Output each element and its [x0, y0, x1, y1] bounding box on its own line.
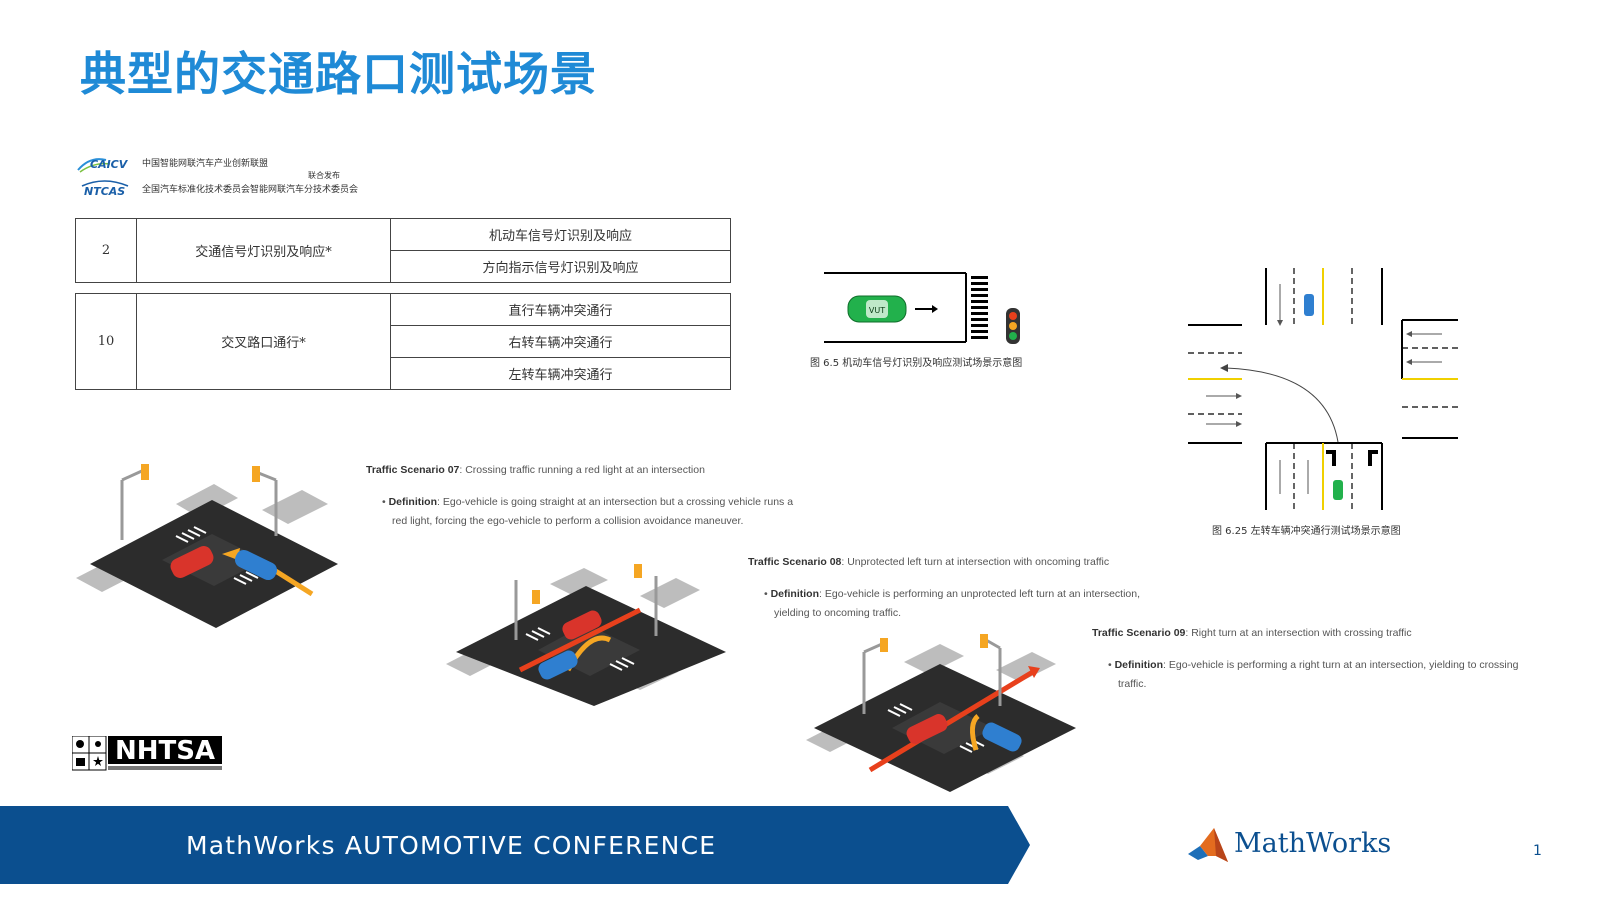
road-edges: [1188, 268, 1458, 510]
left-turn-intersection-diagram: [1188, 268, 1458, 510]
table-cell-item: 机动车信号灯识别及响应: [390, 218, 731, 251]
org-header: CAICV NTCAS 中国智能网联汽车产业创新联盟 全国汽车标准化技术委员会智…: [76, 152, 376, 202]
vut-car-icon: VUT: [847, 295, 907, 323]
table-cell-item: 方向指示信号灯识别及响应: [390, 250, 731, 283]
ego-car-icon: [1333, 480, 1343, 500]
page-number: 1: [1533, 843, 1542, 859]
table-cell-item: 左转车辆冲突通行: [390, 357, 731, 390]
caicv-logo: CAICV: [77, 158, 129, 173]
definition-text: : Ego-vehicle is performing an unprotect…: [774, 588, 1141, 619]
svg-text:NHTSA: NHTSA: [115, 736, 215, 766]
scenario-heading: Traffic Scenario 07: [366, 464, 460, 476]
crossing-path-arrow: [868, 667, 1038, 773]
traffic-light-icon: [252, 466, 260, 482]
spec-table-row-2: 2 交通信号灯识别及响应* 机动车信号灯识别及响应 方向指示信号灯识别及响应: [75, 218, 731, 283]
org-name-2: 全国汽车标准化技术委员会智能网联汽车分技术委员会: [142, 185, 359, 195]
slide-title: 典型的交通路口测试场景: [80, 47, 597, 101]
left-turn-path: [1225, 367, 1339, 443]
traffic-light-icon: [532, 590, 540, 604]
spec-table-row-10: 10 交叉路口通行* 直行车辆冲突通行 右转车辆冲突通行 左转车辆冲突通行: [75, 293, 731, 390]
table-cell-num: 10: [75, 293, 137, 390]
ntcas-logo: NTCAS: [81, 180, 129, 198]
definition-label: Definition: [388, 496, 438, 508]
table-cell-category: 交叉路口通行*: [136, 293, 391, 390]
signal-scenario-diagram: VUT: [824, 272, 1020, 344]
table-cell-num: 2: [75, 218, 137, 283]
stop-line-stripes: [971, 276, 988, 339]
definition-text: : Ego-vehicle is going straight at an in…: [392, 496, 794, 527]
ego-car-icon: [234, 549, 278, 581]
footer-bar: [0, 806, 1030, 884]
scenario-heading-rest: : Crossing traffic running a red light a…: [459, 464, 705, 476]
figure-caption: 图 6.25 左转车辆冲突通行测试场景示意图: [1212, 526, 1401, 537]
mathworks-logo-icon: [1188, 828, 1228, 862]
oncoming-car-icon: [1304, 294, 1314, 316]
oncoming-car-icon: [562, 610, 602, 640]
svg-text:NTCAS: NTCAS: [84, 185, 125, 198]
scenario-08-illustration: [446, 564, 726, 706]
joint-release-label: 联合发布: [308, 171, 340, 180]
ego-car-icon: [538, 650, 578, 680]
org-name-1: 中国智能网联汽车产业创新联盟: [142, 159, 269, 169]
mathworks-wordmark: MathWorks: [1234, 828, 1392, 859]
scenario-07-illustration: [76, 464, 338, 628]
definition-label: Definition: [770, 588, 820, 600]
scenario-heading-rest: : Right turn at an intersection with cro…: [1185, 627, 1412, 639]
traffic-light-icon: [880, 638, 888, 652]
svg-text:VUT: VUT: [869, 306, 885, 315]
nhtsa-logo: NHTSA: [72, 736, 222, 771]
right-turn-arrow: [970, 714, 980, 751]
turn-signal-icons: [1326, 450, 1378, 466]
figure-caption: 图 6.5 机动车信号灯识别及响应测试场景示意图: [810, 358, 1023, 369]
traffic-light-icon: [141, 464, 149, 480]
oncoming-path-arrow: [518, 607, 642, 673]
scenario-09-text: Traffic Scenario 09: Right turn at an in…: [1092, 627, 1519, 690]
definition-text: : Ego-vehicle is performing a right turn…: [1118, 659, 1519, 690]
table-cell-category: 交通信号灯识别及响应*: [136, 218, 391, 283]
lane-arrows: [1206, 284, 1442, 494]
traffic-light-icon: [1006, 308, 1020, 344]
svg-text:CAICV: CAICV: [90, 158, 129, 171]
conference-name: MathWorks AUTOMOTIVE CONFERENCE: [186, 831, 717, 860]
footer: MathWorks AUTOMOTIVE CONFERENCE MathWork…: [0, 806, 1600, 900]
traffic-light-icon: [980, 634, 988, 648]
lane-markings: [1188, 268, 1458, 510]
crossing-car-icon: [170, 546, 214, 578]
table-cell-item: 右转车辆冲突通行: [390, 325, 731, 358]
scenario-08-text: Traffic Scenario 08: Unprotected left tu…: [748, 556, 1141, 619]
traffic-light-icon: [634, 564, 642, 578]
scenario-07-text: Traffic Scenario 07: Crossing traffic ru…: [366, 464, 794, 527]
scenario-heading: Traffic Scenario 08: [748, 556, 842, 568]
definition-label: Definition: [1114, 659, 1164, 671]
direction-arrow-icon: [915, 305, 938, 313]
scenario-heading-rest: : Unprotected left turn at intersection …: [841, 556, 1110, 568]
ego-car-icon: [982, 722, 1022, 752]
ego-path-arrow: [272, 567, 314, 597]
table-cell-item: 直行车辆冲突通行: [390, 293, 731, 326]
crossing-car-icon: [906, 714, 948, 744]
scenario-heading: Traffic Scenario 09: [1092, 627, 1186, 639]
scenario-09-illustration: [806, 634, 1076, 792]
